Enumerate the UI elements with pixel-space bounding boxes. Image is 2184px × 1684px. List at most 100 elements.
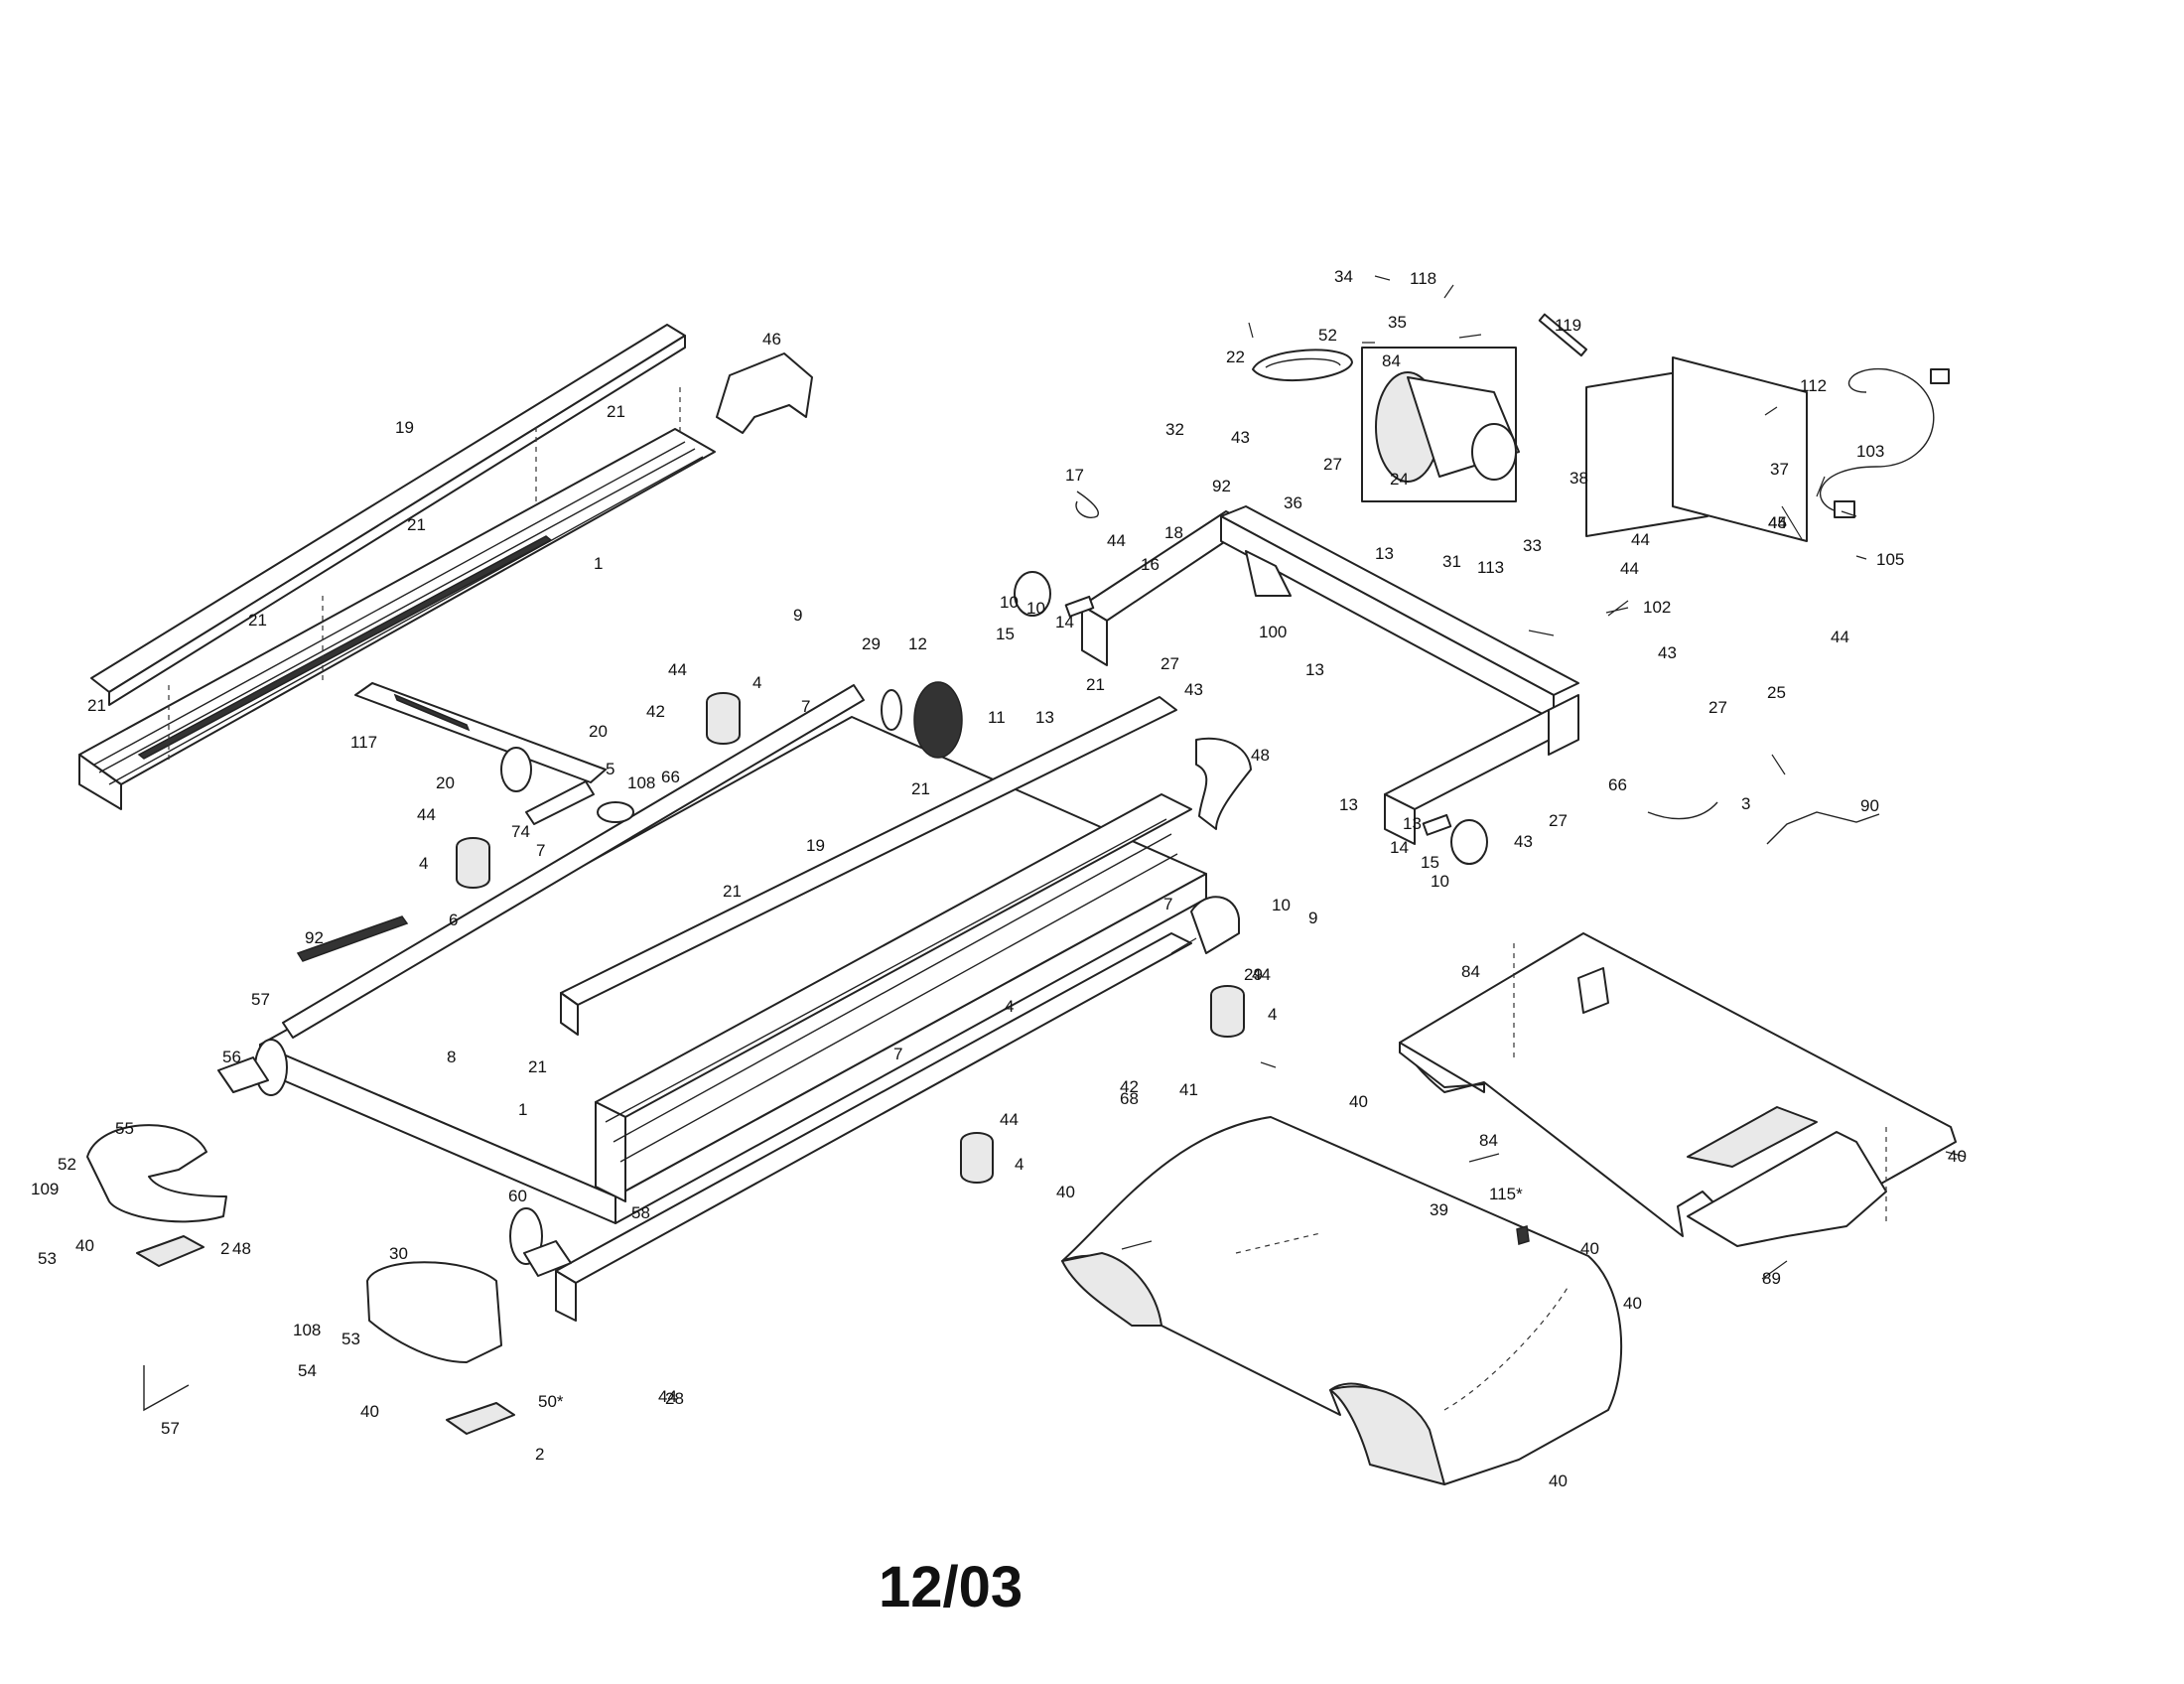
callout-label: 19 bbox=[395, 418, 414, 437]
callout-label: 112 bbox=[1800, 376, 1827, 395]
callout-label: 29 bbox=[1244, 965, 1263, 984]
callout-label: 118 bbox=[1410, 269, 1436, 288]
callout-label: 66 bbox=[661, 768, 680, 786]
callout-label: 21 bbox=[607, 402, 625, 421]
callout-label: 44 bbox=[1631, 530, 1650, 549]
callout-label: 4 bbox=[1015, 1155, 1024, 1174]
callout-label: 27 bbox=[1549, 811, 1568, 830]
power-cord bbox=[1820, 367, 1950, 518]
base-frame bbox=[1399, 932, 1957, 1247]
callout-label: 60 bbox=[508, 1187, 527, 1205]
callout-label: 40 bbox=[1056, 1183, 1075, 1201]
callout-label: 4 bbox=[419, 854, 428, 873]
callout-label: 14 bbox=[1055, 613, 1074, 632]
callout-label: 13 bbox=[1305, 660, 1324, 679]
callout-label: 74 bbox=[511, 822, 530, 841]
callout-label: 39 bbox=[1430, 1200, 1448, 1219]
callout-label: 44 bbox=[668, 660, 687, 679]
upper-left-rail-assembly bbox=[78, 324, 813, 810]
callout-label: 44 bbox=[1252, 965, 1271, 984]
fasteners-and-small-parts bbox=[143, 491, 1880, 1412]
callout-label: 89 bbox=[1762, 1269, 1781, 1288]
callout-label: 3 bbox=[1741, 794, 1750, 813]
drawing-date-label: 12/03 bbox=[879, 1555, 1023, 1619]
callout-label: 20 bbox=[436, 773, 455, 792]
callout-label: 41 bbox=[1179, 1080, 1198, 1099]
callout-label: 92 bbox=[1212, 477, 1231, 495]
callout-label: 1 bbox=[594, 554, 603, 573]
callout-label: 5 bbox=[606, 760, 614, 778]
callout-label: 21 bbox=[528, 1057, 547, 1076]
callout-label: 102 bbox=[1643, 598, 1671, 617]
callout-label: 54 bbox=[298, 1361, 317, 1380]
callout-label: 52 bbox=[58, 1155, 76, 1174]
callout-label: 103 bbox=[1856, 442, 1884, 461]
callout-label: 53 bbox=[341, 1330, 360, 1348]
callout-label: 14 bbox=[1390, 838, 1409, 857]
callout-label: 42 bbox=[1120, 1077, 1139, 1096]
callout-label: 10 bbox=[1431, 872, 1449, 891]
callout-label: 68 bbox=[1120, 1089, 1139, 1108]
callout-label: 44 bbox=[1831, 628, 1849, 646]
callout-label: 2 bbox=[220, 1239, 229, 1258]
callout-label: 13 bbox=[1339, 795, 1358, 814]
callout-label: 40 bbox=[75, 1236, 94, 1255]
callout-label: 40 bbox=[1549, 1472, 1568, 1490]
callout-label: 1 bbox=[518, 1100, 527, 1119]
callout-label: 40 bbox=[1580, 1239, 1599, 1258]
callout-label: 115* bbox=[1489, 1185, 1523, 1203]
callout-label: 40 bbox=[1623, 1294, 1642, 1313]
callout-label: 7 bbox=[536, 841, 545, 860]
callout-label: 100 bbox=[1259, 623, 1287, 641]
callout-label: 46 bbox=[762, 330, 781, 349]
callout-label: 17 bbox=[1065, 466, 1084, 485]
callout-label: 108 bbox=[293, 1321, 321, 1339]
callout-label: 43 bbox=[1514, 832, 1533, 851]
callout-label: 15 bbox=[996, 625, 1015, 643]
callout-label: 36 bbox=[1284, 493, 1302, 512]
upright-frame bbox=[1081, 356, 1808, 845]
rollers-and-pulley bbox=[881, 571, 1488, 865]
callout-labels: 1 1 2 2 3 4 4 4 4 4 5 6 7 7 7 7 8 9 9 10… bbox=[31, 267, 1967, 1490]
callout-label: 10 bbox=[1272, 896, 1291, 914]
callout-label: 25 bbox=[1767, 683, 1786, 702]
callout-label: 4 bbox=[752, 673, 761, 692]
callout-label: 113 bbox=[1477, 558, 1504, 577]
callout-label: 55 bbox=[115, 1119, 134, 1138]
callout-label: 10 bbox=[1026, 599, 1045, 618]
callout-label: 6 bbox=[449, 911, 458, 929]
elevation-bracket bbox=[354, 682, 634, 825]
callout-label: 4 bbox=[1268, 1005, 1277, 1024]
callout-label: 10 bbox=[1000, 593, 1019, 612]
callout-label: 20 bbox=[589, 722, 608, 741]
callout-label: 58 bbox=[631, 1203, 650, 1222]
callout-label: 117 bbox=[350, 733, 377, 752]
feet bbox=[456, 692, 1245, 1184]
callout-label: 31 bbox=[1442, 552, 1461, 571]
callout-label: 21 bbox=[407, 515, 426, 534]
callout-label: 84 bbox=[1382, 351, 1401, 370]
callout-label: 24 bbox=[1390, 470, 1409, 489]
callout-label: 21 bbox=[248, 611, 267, 630]
callout-label: 21 bbox=[723, 882, 742, 901]
callout-label: 38 bbox=[1570, 469, 1588, 488]
callout-label: 108 bbox=[627, 773, 655, 792]
motor-assembly bbox=[1252, 313, 1588, 502]
callout-label: 34 bbox=[1334, 267, 1353, 286]
callout-label: 28 bbox=[665, 1389, 684, 1408]
callout-label: 44 bbox=[1107, 531, 1126, 550]
callout-label: 44 bbox=[1768, 513, 1787, 532]
callout-label: 37 bbox=[1770, 460, 1789, 479]
callout-label: 44 bbox=[658, 1387, 677, 1406]
callout-label: 56 bbox=[222, 1048, 241, 1066]
callout-label: 45 bbox=[1768, 513, 1787, 532]
callout-label: 21 bbox=[911, 779, 930, 798]
callout-label: 90 bbox=[1860, 796, 1879, 815]
callout-label: 8 bbox=[447, 1048, 456, 1066]
callout-label: 57 bbox=[251, 990, 270, 1009]
callout-label: 40 bbox=[1948, 1147, 1967, 1166]
callout-label: 9 bbox=[793, 606, 802, 625]
callout-label: 27 bbox=[1323, 455, 1342, 474]
callout-label: 15 bbox=[1421, 853, 1439, 872]
